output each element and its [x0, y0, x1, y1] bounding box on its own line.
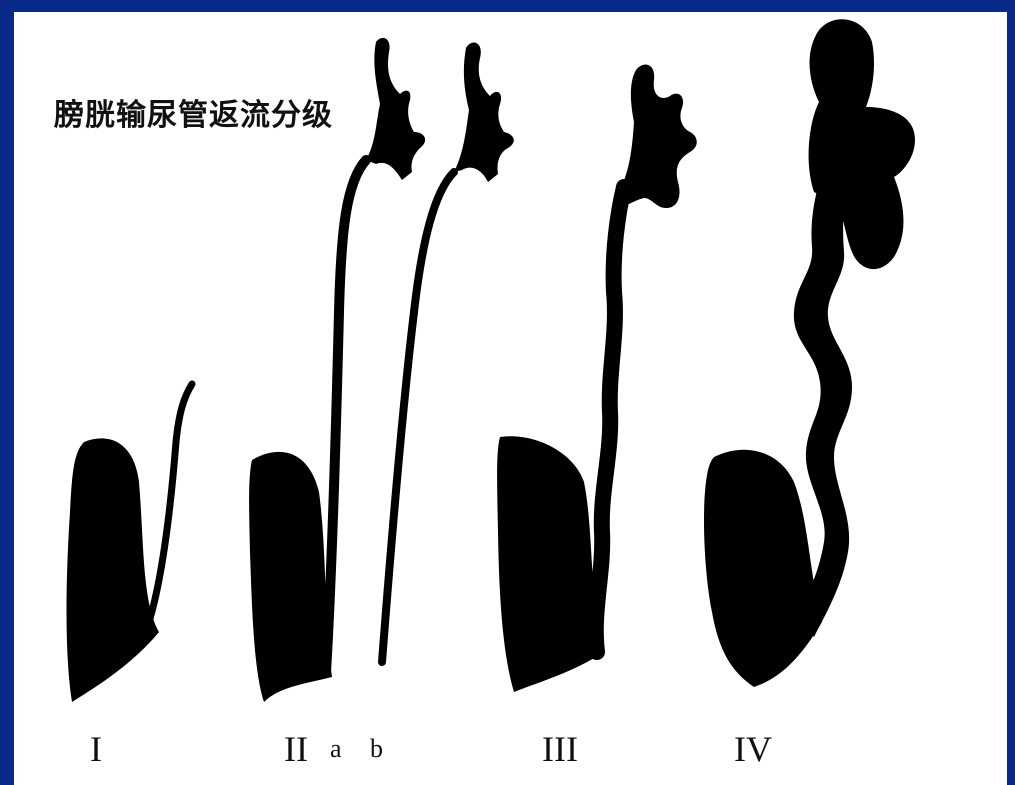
grade-ii-bladder: [249, 452, 332, 702]
grade-i-label: I: [90, 728, 102, 770]
grade-iv-bladder: [704, 450, 822, 687]
grade-iv-label: IV: [734, 728, 772, 770]
grade-iii-ureter: [596, 187, 624, 652]
grade-ii-sub-b-label: b: [370, 734, 383, 764]
grade-iii-illustration: [497, 65, 697, 692]
grade-iii-bladder: [497, 436, 604, 692]
grade-iii-label: III: [542, 728, 578, 770]
grade-ii-a-ureter: [326, 160, 366, 672]
reflux-grade-diagram: [14, 12, 1007, 785]
grade-i-ureter: [149, 384, 192, 622]
grade-ii-label: II: [284, 728, 308, 770]
grade-ii-sub-a-label: a: [330, 734, 342, 764]
grade-ii-a-pelvis: [366, 38, 425, 180]
grade-i-illustration: [67, 384, 193, 702]
grade-iii-pelvis: [619, 65, 697, 208]
grade-ii-a-illustration: [249, 38, 425, 702]
grade-ii-b-ureter: [382, 172, 454, 662]
grade-iv-illustration: [704, 19, 915, 687]
grade-i-bladder: [67, 438, 160, 702]
grade-ii-b-pelvis: [454, 43, 514, 182]
slide-canvas: 膀胱输尿管返流分级: [14, 12, 1007, 785]
